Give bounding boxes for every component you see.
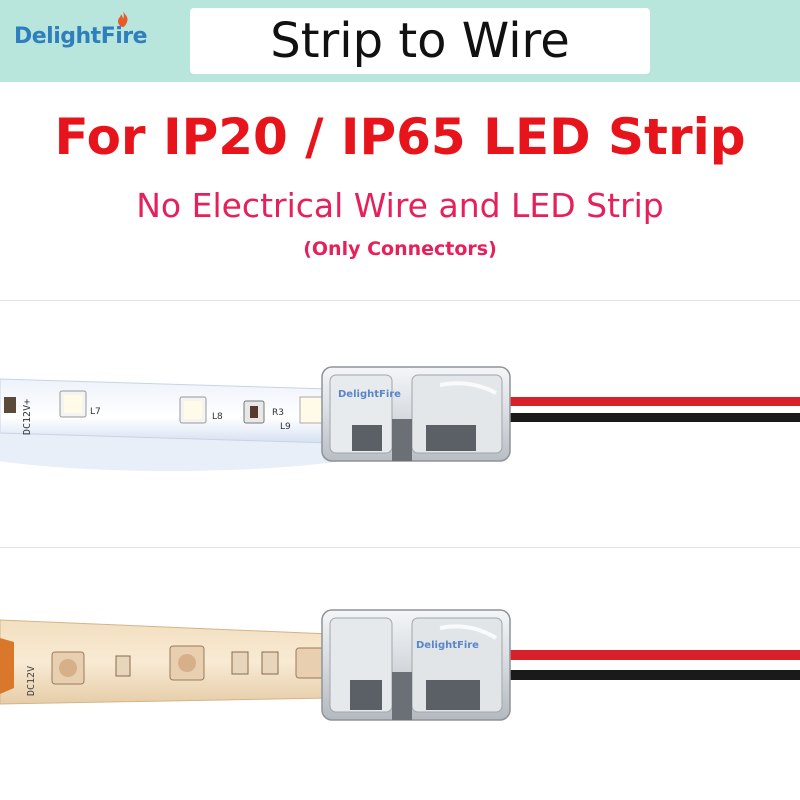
divider-bottom [0, 547, 800, 548]
product-photo-top: DC12V+ L7 L8 R3 L9 DelightFire [0, 301, 800, 547]
red-wire [500, 650, 800, 660]
connector-body [321, 609, 511, 721]
red-wire [500, 397, 800, 406]
subheadline: No Electrical Wire and LED Strip [136, 186, 664, 225]
strip-label-l9: L9 [280, 422, 291, 432]
led-chip [179, 396, 207, 424]
led-chip [59, 390, 87, 418]
led-chip [169, 645, 205, 681]
strip-label-dc12v: DC12V+ [22, 399, 33, 435]
connector-brand: DelightFire [416, 640, 479, 651]
header-banner: DelightFire Strip to Wire [0, 0, 800, 82]
strip-label-r3: R3 [272, 408, 284, 418]
strip-label-l7: L7 [90, 407, 101, 417]
strip-label-dc12v-amber: DC12V [26, 666, 37, 696]
note: (Only Connectors) [303, 238, 497, 260]
brand-logo: DelightFire [14, 24, 148, 49]
black-wire [500, 413, 800, 422]
connector-body [321, 366, 511, 462]
flame-icon [118, 11, 128, 27]
headline: For IP20 / IP65 LED Strip [54, 108, 746, 166]
divider-top [0, 300, 800, 301]
led-chip [51, 651, 85, 685]
page-title: Strip to Wire [190, 8, 650, 74]
strip-label-l8: L8 [212, 412, 223, 422]
black-wire [500, 670, 800, 680]
connector-brand: DelightFire [338, 389, 401, 400]
product-photo-bottom: DC12V DelightFire [0, 548, 800, 800]
brand-name: DelightFire [14, 24, 148, 49]
connector-illustration-top: DC12V+ L7 L8 R3 L9 DelightFire [0, 366, 800, 471]
connector-illustration-bottom: DC12V DelightFire [0, 609, 800, 721]
